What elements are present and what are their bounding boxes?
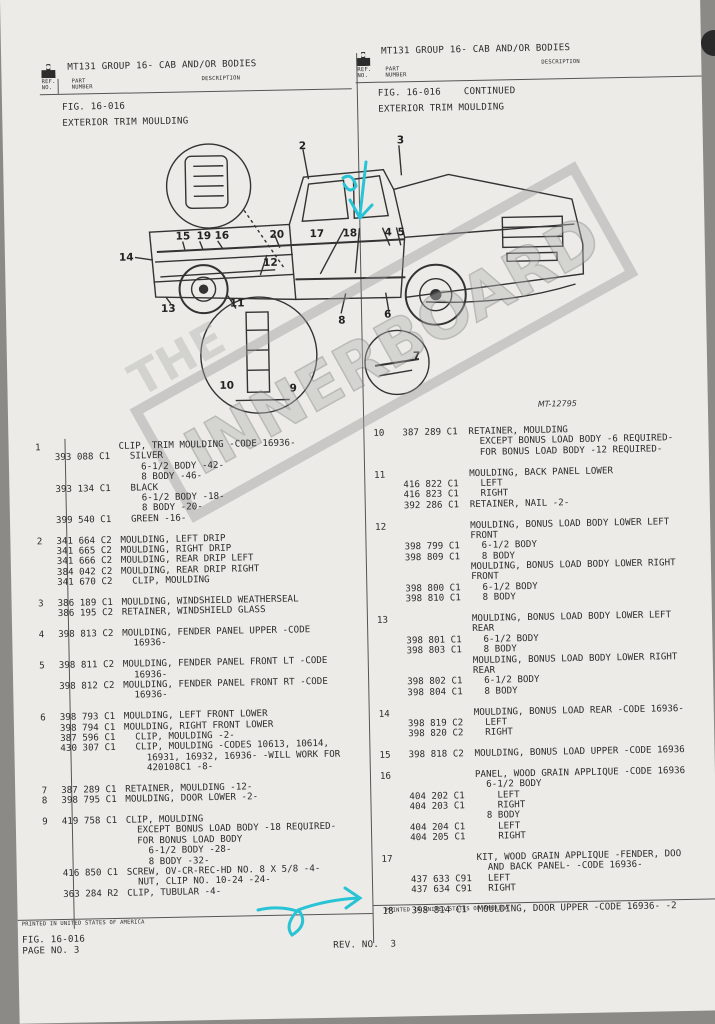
callout-5: 5 xyxy=(397,226,405,238)
truck-hood xyxy=(393,173,585,298)
callout-13: 13 xyxy=(161,303,176,315)
callout-9: 9 xyxy=(289,382,297,394)
detail-circle-clip xyxy=(165,143,252,229)
rear-wheel xyxy=(178,264,229,315)
truck-diagram: 2 3 20 17 18 4 5 15 19 16 14 12 13 11 8 … xyxy=(119,134,585,414)
binder-hole xyxy=(701,30,715,56)
detail-circle-nail xyxy=(364,329,430,396)
callout-18: 18 xyxy=(342,227,357,239)
callout-15: 15 xyxy=(175,230,190,242)
callout-11: 11 xyxy=(230,297,245,309)
callout-20: 20 xyxy=(269,229,284,241)
callout-17: 17 xyxy=(309,228,324,240)
annotation-arrow-top xyxy=(341,160,374,221)
callout-16: 16 xyxy=(214,230,229,242)
ih-logo-icon-right xyxy=(356,51,371,67)
front-wheel xyxy=(404,263,467,326)
callout-3: 3 xyxy=(397,134,405,146)
figure-id: MT-12795 xyxy=(538,399,577,409)
callout-6: 6 xyxy=(384,309,392,321)
callout-10: 10 xyxy=(219,380,234,392)
callout-7: 7 xyxy=(413,350,421,362)
callout-12: 12 xyxy=(263,257,278,269)
ih-logo-icon xyxy=(41,63,56,79)
callout-8: 8 xyxy=(338,314,346,326)
annotation-arrow-bottom xyxy=(256,886,363,937)
truck-grille xyxy=(501,215,564,249)
callout-2: 2 xyxy=(299,140,307,152)
callout-4: 4 xyxy=(384,227,392,239)
detail-circle-retainer xyxy=(200,296,318,414)
callout-19: 19 xyxy=(196,230,211,242)
callout-14: 14 xyxy=(119,251,134,263)
